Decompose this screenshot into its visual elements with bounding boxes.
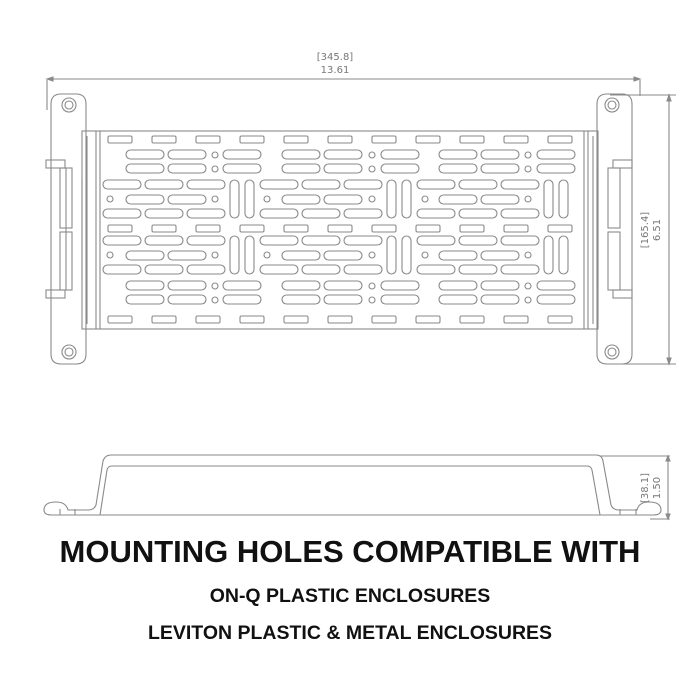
width-dimension: [45, 76, 642, 110]
side-height-imperial-label: 1.50: [652, 477, 663, 499]
side-height-metric-label: [38.1]: [640, 473, 651, 503]
slot-block: [102, 149, 576, 219]
slot-block: [102, 235, 576, 305]
height-metric-label: [165.4]: [640, 212, 651, 249]
width-metric-label: [345.8]: [317, 52, 354, 63]
perforated-plate: [81, 130, 599, 330]
right-mounting-ear: [596, 93, 633, 365]
side-profile-view: [43, 454, 671, 521]
rect-slot-rows: [107, 135, 573, 324]
left-mounting-ear: [45, 93, 87, 365]
caption-onq-compatibility: ON-Q PLASTIC ENCLOSURES: [209, 585, 491, 607]
caption-leviton-compatibility: LEVITON PLASTIC & METAL ENCLOSURES: [147, 622, 553, 644]
caption-headline: MOUNTING HOLES COMPATIBLE WITH: [59, 534, 641, 569]
height-imperial-label: 6.51: [652, 219, 663, 241]
width-imperial-label: 13.61: [321, 65, 350, 76]
